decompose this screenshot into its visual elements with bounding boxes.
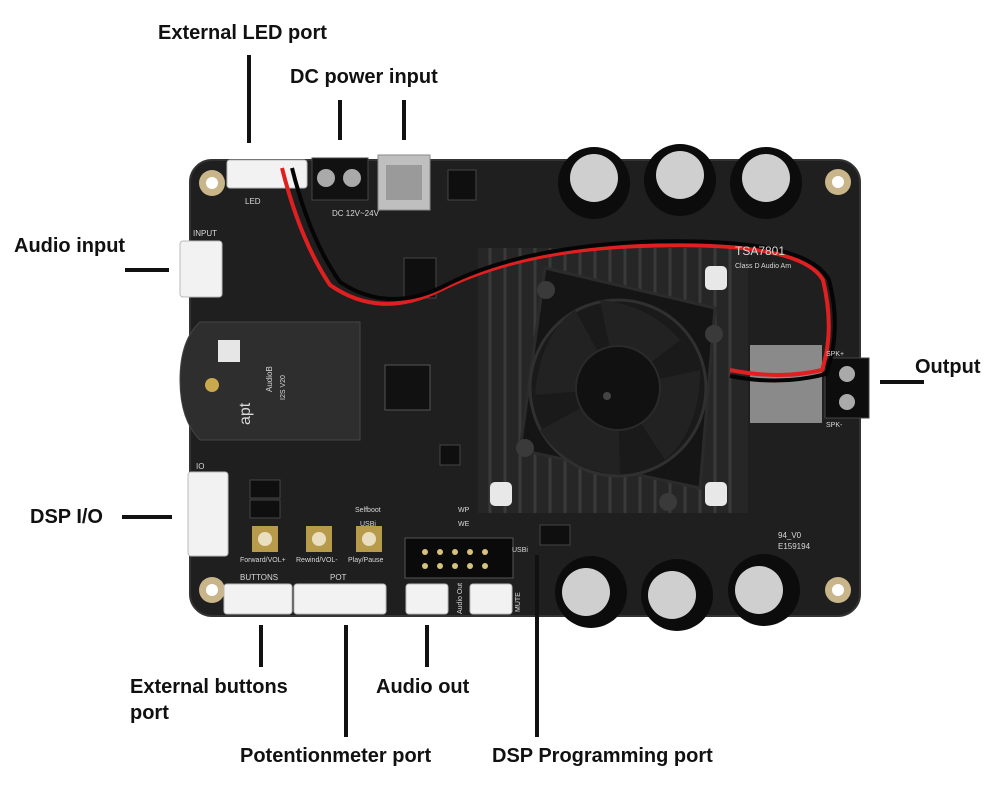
silk-selfboot: Selfboot [355, 507, 381, 514]
label-audio-out: Audio out [376, 676, 470, 698]
silk-module-name: AudioB [265, 366, 274, 392]
label-output: Output [915, 356, 981, 378]
silk-wp: WP [458, 507, 470, 514]
output-terminal [750, 345, 870, 423]
mounting-holes [199, 169, 851, 603]
silk-mute: MUTE [515, 592, 522, 612]
audio-out-connector [405, 583, 449, 615]
dsp-module [179, 321, 431, 441]
led-wire-black [290, 167, 837, 383]
silk-led: LED [245, 197, 261, 206]
silk-we: WE [458, 521, 470, 528]
leader-dsp-io [122, 515, 172, 519]
pot-connector [293, 583, 387, 615]
leader-audio-input [125, 268, 169, 272]
silk-input: INPUT [193, 229, 217, 238]
audio-input-connector [179, 240, 223, 298]
silk-play: Play/Pause [348, 557, 384, 564]
leader-audio-out [425, 625, 429, 667]
buttons-connector [223, 583, 293, 615]
label-potentiometer-port: Potentionmeter port [240, 745, 432, 767]
push-buttons [252, 526, 382, 552]
dc-barrel-jack [377, 154, 431, 211]
silk-code1: 94_V0 [778, 531, 802, 540]
io-connector [187, 471, 229, 557]
led-wire-red [280, 167, 831, 377]
misc-chips [249, 169, 571, 546]
label-dc-power-input: DC power input [290, 66, 438, 88]
cooling-fan [516, 266, 723, 511]
silk-usbi: USBi [360, 521, 376, 528]
capacitors-bottom [555, 554, 800, 631]
silk-module-sub: I2S V20 [280, 375, 287, 400]
silk-forward: Forward/VOL+ [240, 557, 286, 564]
leader-led [247, 55, 251, 143]
label-audio-input: Audio input [14, 235, 126, 257]
silk-pot: POT [330, 573, 347, 582]
capacitors-top [558, 144, 802, 219]
silk-spk-minus: SPK- [826, 422, 843, 429]
leader-dsp-prog [535, 555, 539, 737]
dsp-programming-header [404, 537, 514, 579]
leader-buttons [259, 625, 263, 667]
silk-usbi-header: USBi [512, 547, 528, 554]
silk-code2: E159194 [778, 542, 811, 551]
silk-dc-range: DC 12V~24V [332, 209, 380, 218]
leader-output [880, 380, 924, 384]
label-dsp-io: DSP I/O [30, 506, 103, 528]
label-external-led-port: External LED port [158, 22, 327, 44]
dc-screw-terminal [311, 157, 369, 201]
leader-dc-1 [338, 100, 342, 140]
label-external-buttons-port: External buttons port [130, 676, 288, 724]
silk-rewind: Rewind/VOL- [296, 557, 338, 564]
leader-pot [344, 625, 348, 737]
mute-connector [469, 583, 513, 615]
silk-buttons: BUTTONS [240, 573, 278, 582]
label-dsp-programming-port: DSP Programming port [492, 745, 713, 767]
silk-amp-desc: Class D Audio Am [735, 263, 791, 270]
silk-spk-plus: SPK+ [826, 351, 844, 358]
silk-io: IO [196, 462, 204, 471]
silk-amp-model: TSA7801 [735, 244, 785, 258]
leader-dc-2 [402, 100, 406, 140]
silk-module-brand: apt [237, 402, 254, 425]
silk-audio-out: Audio Out [457, 583, 464, 614]
